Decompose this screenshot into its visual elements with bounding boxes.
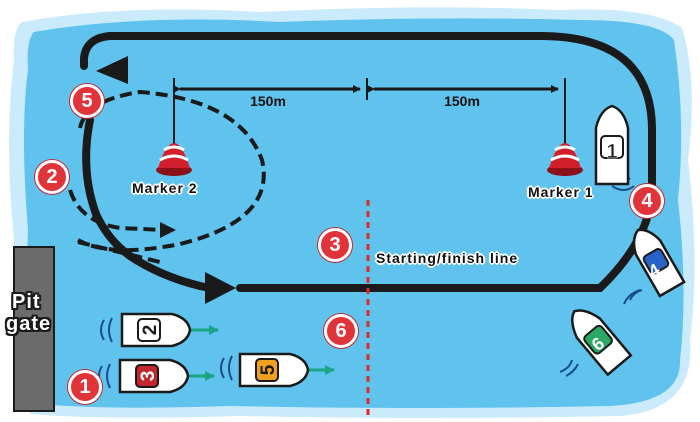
marker-2-label: Marker 2 bbox=[132, 180, 198, 196]
boat-4-icon bbox=[632, 228, 686, 298]
step-badge-2: 2 bbox=[35, 160, 69, 194]
marker-1-label: Marker 1 bbox=[528, 184, 594, 200]
step-badge-4: 4 bbox=[630, 184, 664, 218]
boat-1-number: 1 bbox=[606, 141, 617, 163]
marker-1-buoy-icon bbox=[547, 143, 583, 176]
pitout-path-a bbox=[77, 89, 266, 253]
boat-5-number: 5 bbox=[258, 364, 279, 375]
pit-label-line1: Pit bbox=[12, 291, 41, 313]
step-badge-1: 1 bbox=[68, 370, 102, 404]
boat-2-number: 2 bbox=[140, 325, 161, 336]
starting-finish-line-label: Starting/finish line bbox=[376, 250, 519, 266]
step-badge-6: 6 bbox=[324, 314, 358, 348]
pit-gate-label: Pit gate bbox=[6, 291, 76, 335]
course-bottom-arrowhead bbox=[205, 272, 236, 304]
marker-2-buoy-icon bbox=[156, 143, 192, 176]
step-badge-5: 5 bbox=[70, 84, 104, 118]
water-inner bbox=[24, 18, 684, 409]
boat-3-icon bbox=[118, 358, 190, 394]
course-left bbox=[82, 116, 214, 292]
pitout-path-b bbox=[68, 189, 165, 232]
boat-5-icon bbox=[238, 352, 310, 388]
course-right bbox=[236, 32, 656, 292]
course-top-arrowhead bbox=[96, 56, 128, 84]
step-badge-3: 3 bbox=[318, 228, 352, 262]
boat-6-icon bbox=[571, 309, 633, 377]
pit-label-line2: gate bbox=[6, 313, 52, 335]
boat-3-number: 3 bbox=[138, 371, 159, 382]
distance-right-label: 150m bbox=[444, 93, 480, 109]
boat-1-icon bbox=[594, 104, 630, 186]
course-top bbox=[80, 32, 544, 70]
pit-gate-block bbox=[13, 246, 55, 412]
boat-2-icon bbox=[120, 312, 192, 348]
distance-left-label: 150m bbox=[250, 93, 286, 109]
pitout-path-c bbox=[77, 240, 161, 264]
